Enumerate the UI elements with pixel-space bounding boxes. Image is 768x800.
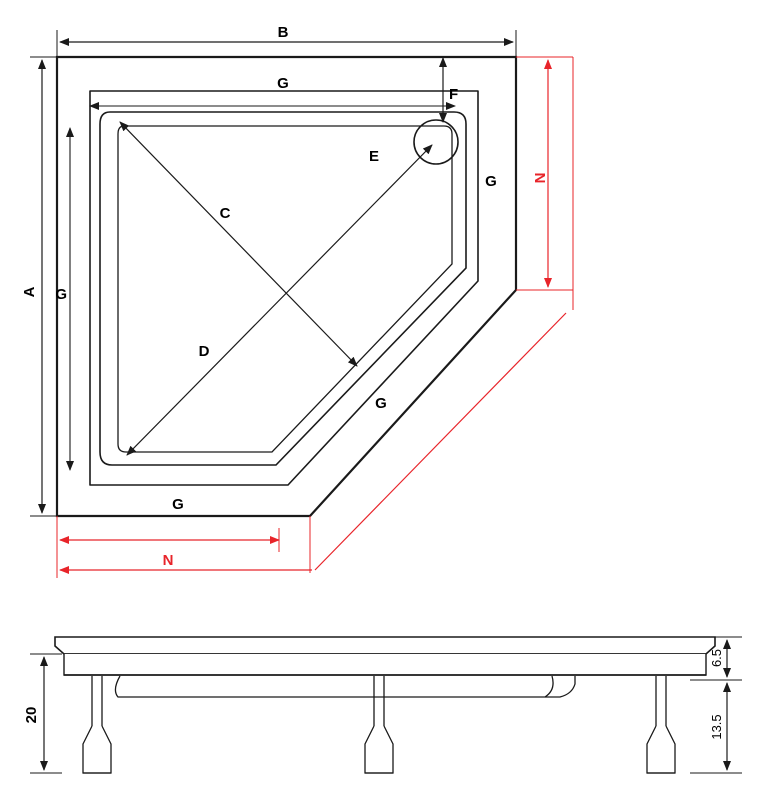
label-n-horizontal: N <box>163 552 174 569</box>
top-view-group: B A G G G G G C D E F N <box>21 24 574 578</box>
label-b: B <box>278 24 289 41</box>
label-g-top: G <box>277 75 289 92</box>
side-leg-left <box>82 676 112 774</box>
side-leg-right <box>646 676 676 774</box>
side-pan-contour <box>114 675 554 698</box>
label-d: D <box>199 343 210 360</box>
label-n-vertical: N <box>532 173 549 184</box>
label-g-bottom: G <box>172 496 184 513</box>
side-pan-right-contour <box>545 676 576 698</box>
side-body <box>63 654 707 676</box>
label-e: E <box>369 148 379 165</box>
label-a: A <box>21 286 38 297</box>
d-dimension-line <box>126 144 433 456</box>
label-f: F <box>449 86 458 103</box>
side-view-group: 20 6.5 13.5 <box>23 636 742 774</box>
drain-circle <box>413 119 459 165</box>
label-g-right: G <box>485 173 497 190</box>
label-height-top: 6.5 <box>709 649 724 667</box>
label-height-total: 20 <box>23 707 40 724</box>
label-c: C <box>220 205 231 222</box>
label-g-left: G <box>55 286 67 303</box>
label-height-bottom: 13.5 <box>709 714 724 739</box>
tray-basin-floor <box>99 111 467 466</box>
n-diagonal-leader <box>314 312 567 571</box>
tray-basin-inner-contour <box>117 125 453 453</box>
label-g-diagonal: G <box>375 395 387 412</box>
side-top-slab <box>54 636 716 655</box>
side-leg-center <box>364 676 394 774</box>
